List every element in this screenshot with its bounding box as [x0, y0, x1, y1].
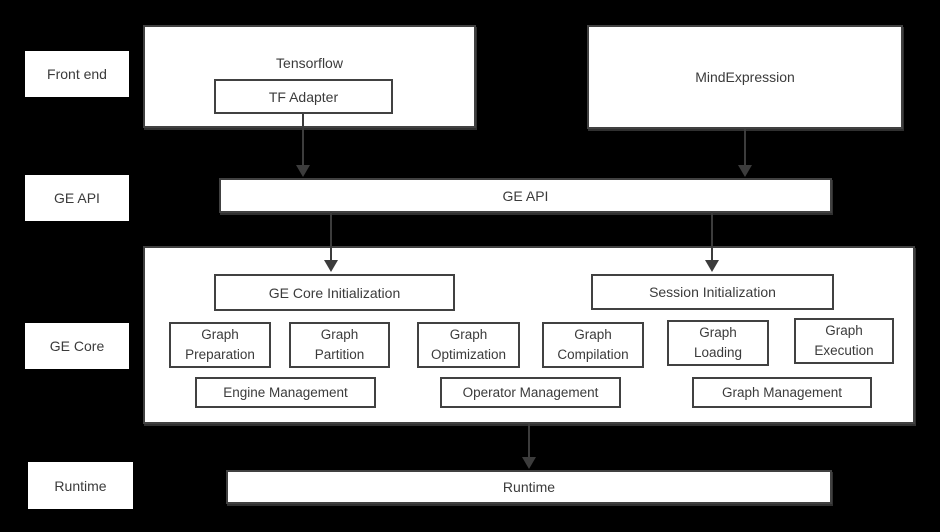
module-box-graph-partition: Graph Partition — [289, 322, 390, 368]
arrow-ge-api-to-session-init — [705, 212, 719, 272]
tf-adapter-box: TF Adapter — [214, 79, 393, 114]
graph-management-box: Graph Management — [692, 377, 872, 408]
tensorflow-title: Tensorflow — [276, 55, 343, 71]
row-label-front-end: Front end — [25, 51, 129, 97]
arrow-tf-adapter-to-ge-api — [296, 114, 310, 177]
arrow-stem — [528, 424, 530, 457]
arrow-stem — [711, 212, 713, 260]
tensorflow-box: Tensorflow TF Adapter — [143, 25, 476, 128]
module-box-graph-compilation: Graph Compilation — [542, 322, 644, 368]
module-box-graph-loading: Graph Loading — [667, 320, 769, 366]
session-initialization-box: Session Initialization — [591, 274, 834, 310]
arrow-head-icon — [705, 260, 719, 272]
arrow-mindexpression-to-ge-api — [738, 129, 752, 177]
module-box-graph-optimization: Graph Optimization — [417, 322, 520, 368]
ge-core-initialization-box: GE Core Initialization — [214, 274, 455, 311]
arrow-head-icon — [324, 260, 338, 272]
engine-management-box: Engine Management — [195, 377, 376, 408]
runtime-bar: Runtime — [226, 470, 832, 504]
module-box-graph-preparation: Graph Preparation — [169, 322, 271, 368]
operator-management-box: Operator Management — [440, 377, 621, 408]
arrow-stem — [744, 129, 746, 165]
module-box-graph-execution: Graph Execution — [794, 318, 894, 364]
arrow-stem — [302, 114, 304, 165]
arrow-ge-api-to-ge-core-init — [324, 212, 338, 272]
arrow-head-icon — [522, 457, 536, 469]
arrow-stem — [330, 212, 332, 260]
arrow-head-icon — [738, 165, 752, 177]
ge-core-box: GE Core Initialization Session Initializ… — [143, 246, 915, 424]
ge-api-bar: GE API — [219, 178, 832, 213]
arrow-ge-core-to-runtime — [522, 424, 536, 469]
row-label-ge-api: GE API — [25, 175, 129, 221]
arrow-head-icon — [296, 165, 310, 177]
row-label-runtime: Runtime — [28, 462, 133, 509]
mindexpression-box: MindExpression — [587, 25, 903, 129]
row-label-ge-core: GE Core — [25, 323, 129, 369]
